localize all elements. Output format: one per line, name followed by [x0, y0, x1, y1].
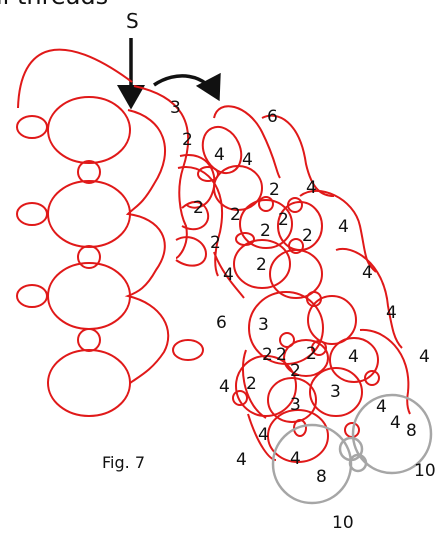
count-label: 4 [236, 450, 247, 470]
join-4 [287, 197, 303, 213]
header-text: ll threads [0, 0, 108, 8]
red-band [133, 85, 411, 463]
ring-i [329, 337, 379, 383]
stitch-count-labels: 3 6 2 4 4 2 4 2 2 2 2 2 4 2 2 4 4 6 3 2 … [170, 98, 436, 533]
gray-ring-right [351, 393, 433, 475]
count-label: 10 [414, 461, 436, 481]
count-label: 4 [419, 347, 430, 367]
count-label: 8 [316, 467, 327, 487]
join-8 [311, 340, 327, 356]
ring-l [267, 377, 317, 423]
ring-m [309, 367, 363, 417]
band-connector-2 [242, 349, 267, 419]
join-6 [306, 291, 322, 307]
gray-ring-left [271, 423, 353, 505]
count-label: 4 [258, 425, 269, 445]
count-label: 2 [182, 130, 193, 150]
count-label: 3 [290, 395, 301, 415]
band-loop-2 [175, 236, 208, 267]
ring-n [267, 409, 329, 463]
ring-c [239, 199, 293, 249]
count-label: 4 [362, 263, 373, 283]
left-join-3 [77, 328, 101, 352]
outer-band-1 [213, 105, 281, 179]
left-chain-link [124, 109, 170, 384]
left-picot-1 [16, 115, 48, 139]
count-label: 2 [290, 361, 301, 381]
direction-arrow [153, 72, 221, 102]
band-connector-1 [213, 251, 245, 299]
count-label: 2 [276, 345, 287, 365]
left-ring-3 [47, 262, 131, 330]
join-3 [258, 196, 274, 212]
join-9 [364, 370, 380, 386]
count-label: 2 [210, 233, 221, 253]
count-label: 2 [262, 345, 273, 365]
ring-a [201, 125, 243, 175]
count-label: 2 [193, 198, 204, 218]
left-picot-4 [172, 339, 204, 361]
start-marker-label: S [126, 9, 139, 33]
left-join-2 [77, 245, 101, 269]
ring-e [233, 239, 291, 289]
count-label: 6 [267, 107, 278, 127]
ring-f [269, 249, 323, 299]
count-label: 2 [306, 344, 317, 364]
completed-rings [271, 393, 433, 505]
count-label: 10 [332, 513, 354, 532]
count-label: 4 [338, 217, 349, 237]
count-label: 3 [330, 382, 341, 402]
count-label: 2 [278, 210, 289, 230]
count-label: 4 [219, 377, 230, 397]
left-ring-2 [47, 180, 131, 248]
count-label: 2 [246, 374, 257, 394]
top-chain-arc [17, 48, 133, 109]
outer-band-2 [261, 114, 335, 197]
band-inner-2 [179, 154, 216, 209]
band-inner-1 [133, 85, 190, 259]
join-1 [197, 166, 219, 182]
left-ring-1 [47, 96, 131, 164]
count-label: 2 [260, 221, 271, 241]
ring-b [213, 165, 263, 211]
count-label: 4 [214, 145, 225, 165]
figure-caption: Fig. 7 [102, 453, 145, 472]
left-ring-chain [16, 48, 204, 417]
outer-band-5 [359, 328, 411, 415]
count-label: 4 [242, 150, 253, 170]
ring-j [283, 339, 329, 377]
left-picot-2 [16, 202, 48, 226]
left-join-1 [77, 160, 101, 184]
gray-join-2 [348, 453, 368, 473]
count-label: 4 [306, 178, 317, 198]
join-7 [279, 332, 295, 348]
band-loop-1 [181, 200, 210, 231]
count-label: 4 [386, 303, 397, 323]
count-label: 2 [256, 255, 267, 275]
ring-h [307, 295, 357, 345]
count-label: 8 [406, 421, 417, 441]
count-label: 2 [269, 180, 280, 200]
join-2 [235, 232, 255, 246]
count-label: 3 [258, 315, 269, 335]
count-label: 4 [223, 265, 234, 285]
count-label: 4 [390, 413, 401, 433]
count-label: 2 [302, 226, 313, 246]
count-label: 3 [170, 98, 181, 118]
band-inner-3 [177, 166, 223, 277]
ring-k [235, 355, 297, 417]
count-label: 2 [230, 205, 241, 225]
join-5 [288, 238, 304, 254]
outer-band-4 [335, 247, 403, 349]
count-label: 4 [376, 397, 387, 417]
join-11 [232, 390, 248, 406]
count-label: 6 [216, 313, 227, 333]
left-picot-3 [16, 284, 48, 308]
count-label: 4 [348, 347, 359, 367]
count-label: 4 [290, 449, 301, 469]
left-ring-4 [47, 349, 131, 417]
